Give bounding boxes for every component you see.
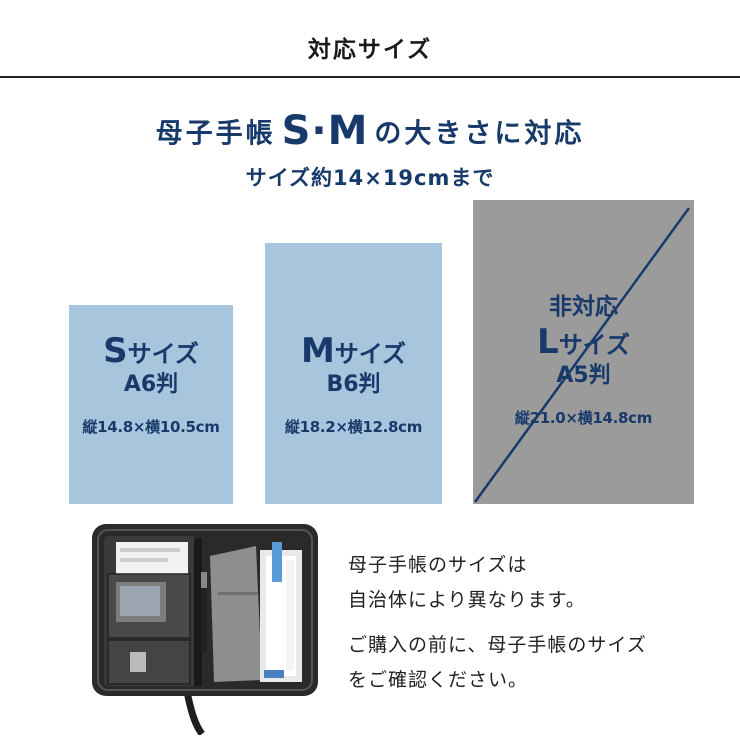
size-card-m: Mサイズ B6判 縦18.2×横12.8cm: [265, 243, 442, 504]
size-word-s: サイズ: [127, 340, 199, 368]
dimensions-s: 縦14.8×横10.5cm: [82, 418, 220, 436]
not-supported-slash: [473, 207, 691, 503]
size-label-s: Sサイズ: [69, 334, 233, 370]
note-line-4: をご確認ください。: [348, 669, 529, 691]
paper-size-s: A6判: [123, 372, 179, 397]
size-word-m: サイズ: [334, 340, 407, 368]
headline-suffix: の大きさに対応: [374, 118, 585, 150]
note-line-3: ご購入の前に、母子手帳のサイズ: [348, 634, 647, 656]
size-letter-s: S: [103, 331, 128, 371]
note-line-1: 母子手帳のサイズは: [348, 554, 528, 576]
dimensions-m: 縦18.2×横12.8cm: [284, 418, 423, 436]
size-letter-m: M: [300, 331, 335, 371]
size-label-l: Lサイズ: [473, 325, 694, 361]
size-card-s: Sサイズ A6判 縦14.8×横10.5cm: [69, 305, 233, 504]
size-label-m: Mサイズ: [265, 334, 442, 370]
headline-sizes: S·M: [281, 108, 369, 154]
note-line-2: 自治体により異なります。: [348, 589, 586, 611]
size-word-l: サイズ: [558, 331, 630, 359]
size-letter-l: L: [537, 322, 559, 362]
headline-prefix: 母子手帳: [155, 118, 276, 150]
size-limit-text: サイズ約14×19cmまで: [245, 166, 495, 190]
header: 対応サイズ: [0, 0, 740, 78]
dimensions-l: 縦21.0×横14.8cm: [514, 409, 653, 427]
paper-size-l: A5判: [556, 363, 611, 388]
page-title: 対応サイズ: [307, 37, 433, 63]
not-supported-label: 非対応: [549, 294, 618, 320]
header-divider: [0, 76, 740, 78]
case-photo: [92, 524, 318, 735]
paper-size-m: B6判: [326, 372, 381, 397]
size-card-l: 非対応 Lサイズ A5判 縦21.0×横14.8cm: [473, 200, 694, 504]
